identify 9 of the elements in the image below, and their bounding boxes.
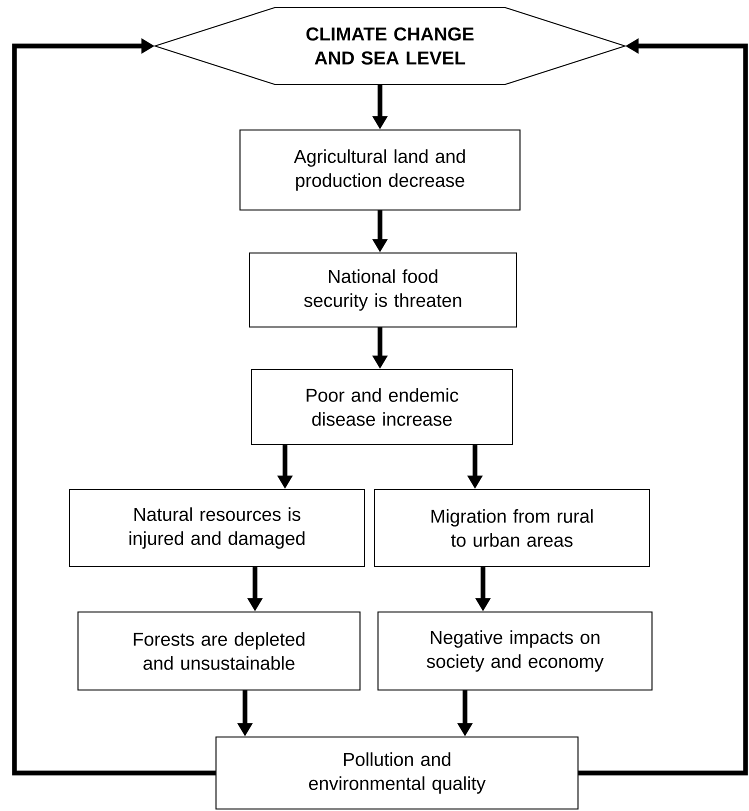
process-box: Migration from rural to urban areas [374, 488, 650, 568]
process-box: Pollution and environmental quality [215, 736, 579, 810]
process-box: Forests are depleted and unsustainable [77, 611, 361, 691]
process-box: National food security is threaten [248, 252, 518, 328]
process-box: Negative impacts on society and economy [377, 611, 653, 691]
process-box: Natural resources is injured and damaged [68, 488, 366, 568]
process-box: Poor and endemic disease increase [250, 368, 514, 446]
process-box: Agricultural land and production decrease [239, 129, 521, 211]
arrow [12, 38, 216, 776]
